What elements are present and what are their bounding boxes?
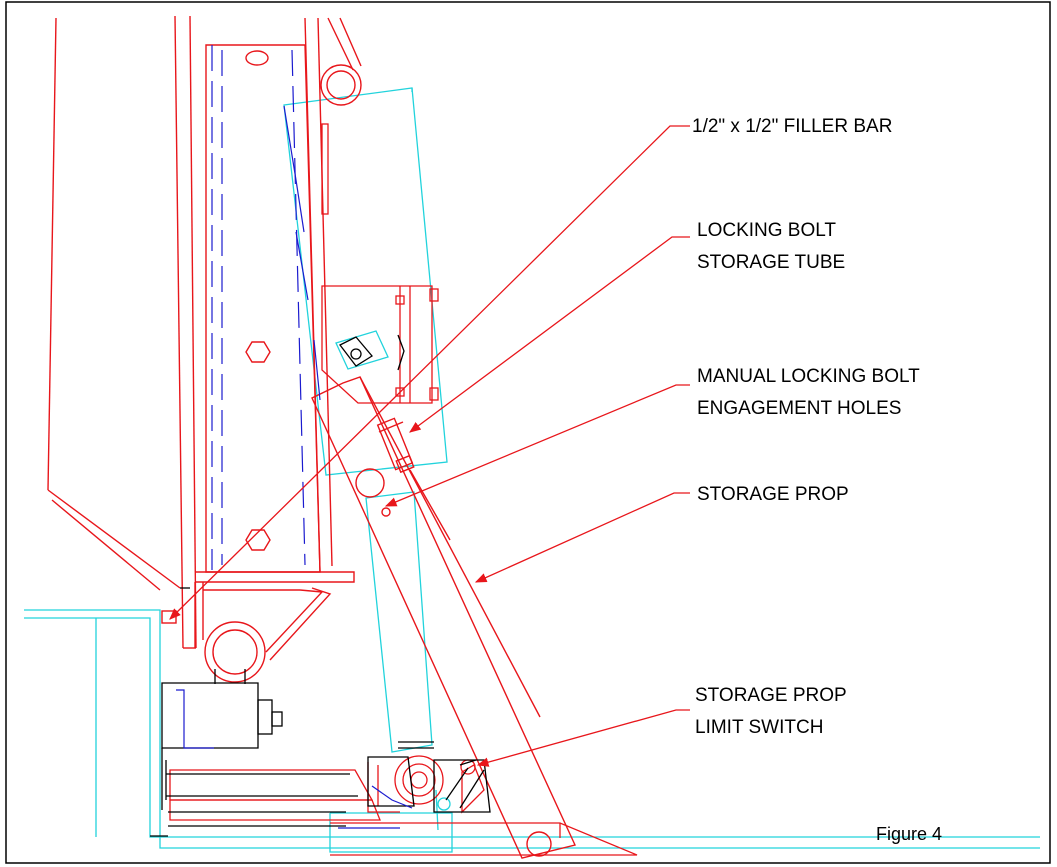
storage-prop-label: STORAGE PROP [697, 484, 849, 505]
storage-prop-bar [311, 376, 576, 859]
figure-caption: Figure 4 [876, 824, 943, 844]
manual-bolt-label-line1: MANUAL LOCKING BOLT [697, 366, 920, 387]
hidden-lines [176, 45, 413, 829]
manual-bolt-label-line2: ENGAGEMENT HOLES [697, 398, 902, 419]
limit-switch-label-line1: STORAGE PROP [695, 685, 847, 706]
leader-filler-bar [169, 125, 690, 620]
leader-limit-switch [476, 709, 690, 767]
bracket-plate [321, 123, 439, 404]
leader-manual-bolt [384, 384, 690, 507]
leader-storage-prop [474, 492, 690, 583]
leader-lines [169, 125, 690, 767]
locking-bolt-label-line1: LOCKING BOLT [697, 220, 837, 241]
leader-locking-bolt [409, 236, 690, 433]
drawing-border [5, 1, 1051, 864]
limit-switch-label-line2: LIMIT SWITCH [695, 717, 824, 738]
hydraulic-cylinder [283, 87, 453, 853]
filler-bar-label: 1/2" x 1/2" FILLER BAR [692, 116, 893, 137]
main-structure [47, 15, 362, 683]
mechanical-outlines [150, 334, 491, 837]
floor-pit-outline [24, 609, 1040, 849]
locking-bolt-label-line2: STORAGE TUBE [697, 252, 846, 273]
